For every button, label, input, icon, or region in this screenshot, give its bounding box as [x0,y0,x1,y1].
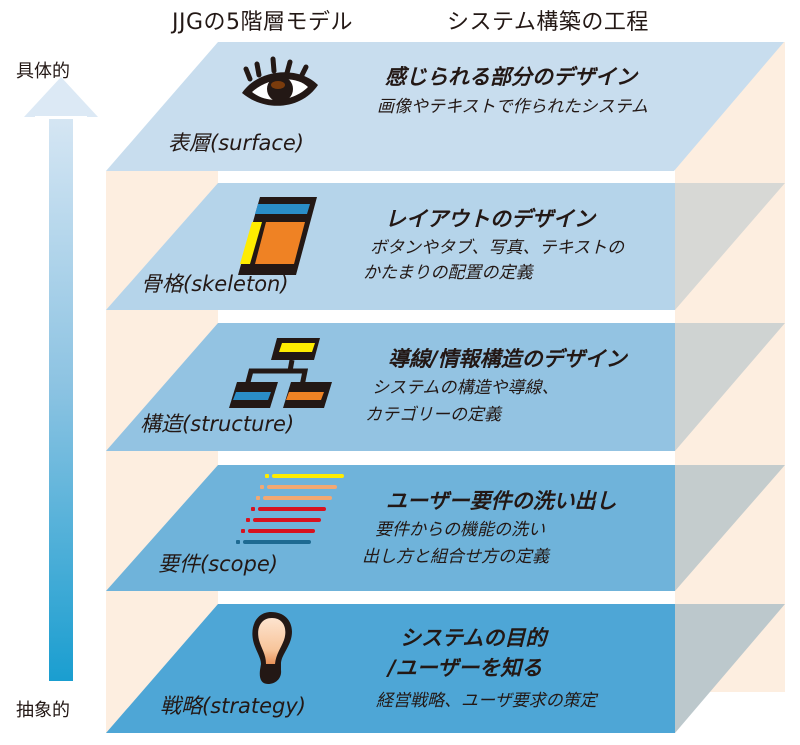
layer-desc-skeleton-1: ボタンやタブ、写真、テキストの [370,238,624,258]
layer-name-surface: 表層(surface) [168,131,304,155]
layer-desc-structure-2: カテゴリーの定義 [365,405,501,425]
layer-name-scope: 要件(scope) [158,552,278,576]
layer-desc-strategy: 経営戦略、ユーザ要求の策定 [376,691,597,711]
layer-heading-strategy-2: /ユーザーを知る [388,656,543,680]
layer-name-structure: 構造(structure) [140,412,295,436]
abstraction-arrow [24,77,98,681]
layer-strategy [106,604,785,733]
layer-name-skeleton: 骨格(skeleton) [141,272,289,296]
layer-heading-skeleton: レイアウトのデザイン [385,207,595,231]
layer-skeleton [106,183,785,310]
process-title: システム構築の工程 [447,10,649,35]
axis-label-concrete: 具体的 [16,61,70,82]
layer-desc-structure-1: システムの構造や導線、 [372,378,559,398]
layer-name-strategy: 戦略(strategy) [160,694,306,718]
layer-heading-strategy-1: システムの目的 [400,626,547,650]
layer-desc-scope-2: 出し方と組合せ方の定義 [362,547,549,567]
lightbulb-icon [252,612,292,684]
layer-heading-surface: 感じられる部分のデザイン [385,65,637,89]
layout-icon [238,197,317,275]
eye-icon [242,56,318,106]
model-title: JJGの5階層モデル [172,10,354,35]
layer-heading-structure: 導線/情報構造のデザイン [388,347,627,371]
layer-desc-surface: 画像やテキストで作られたシステム [377,97,648,117]
layer-structure [106,323,785,451]
layer-scope [106,465,785,591]
layer-desc-scope-1: 要件からの機能の洗い [375,520,545,540]
layer-desc-skeleton-2: かたまりの配置の定義 [363,263,533,283]
axis-label-abstract: 抽象的 [16,700,70,721]
hierarchy-icon [229,338,332,408]
requirements-list-icon [236,474,344,544]
layer-heading-scope: ユーザー要件の洗い出し [386,489,617,513]
